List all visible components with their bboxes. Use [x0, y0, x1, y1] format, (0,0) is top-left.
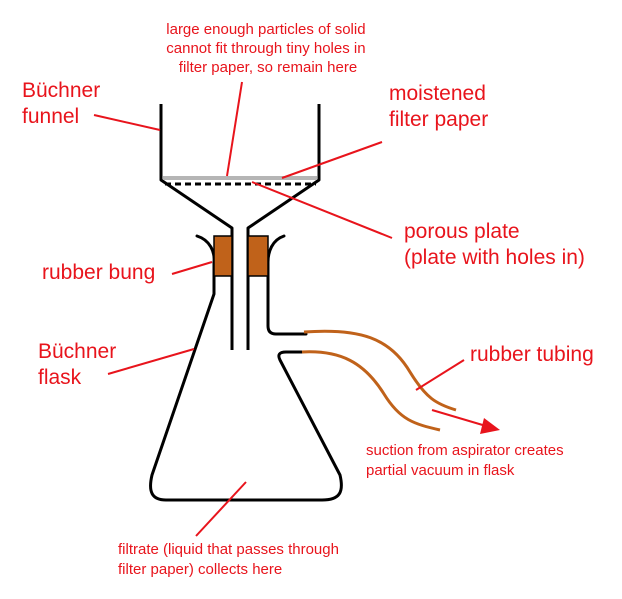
funnel-left-wall [159, 104, 234, 350]
label-moistened-filter-paper: moistened filter paper [389, 82, 492, 131]
suction-arrow-head [480, 418, 500, 434]
label-buchner-funnel: Büchner funnel [22, 79, 106, 128]
label-solid-note-line: filter paper, so remain here [179, 59, 357, 76]
suction-arrow-shaft [431, 409, 487, 427]
leader-filter-paper [281, 141, 383, 179]
label-buchner-flask: Büchner flask [38, 340, 122, 389]
funnel-right-wall [246, 104, 321, 350]
rubber-tubing-lower [301, 350, 441, 432]
label-suction-note-line: partial vacuum in flask [366, 462, 515, 479]
leader-filtrate [195, 481, 247, 537]
label-porous-plate: porous plate (plate with holes in) [404, 220, 585, 269]
apparatus [149, 104, 457, 502]
rubber-bung-right [247, 235, 269, 277]
rubber-bung [213, 235, 269, 277]
leader-porous-plate [251, 181, 393, 239]
labels: large enough particles of solid cannot f… [22, 21, 594, 578]
label-moistened-filter-paper-line: filter paper [389, 108, 488, 131]
buchner-flask [149, 234, 343, 502]
label-solid-note-line: large enough particles of solid [166, 21, 365, 38]
leader-lines [93, 81, 487, 537]
label-solid-note-line: cannot fit through tiny holes in [166, 40, 365, 57]
label-suction-note-line: suction from aspirator creates [366, 442, 564, 459]
label-buchner-funnel-line: Büchner [22, 79, 100, 102]
label-rubber-bung: rubber bung [42, 261, 155, 284]
leader-funnel [93, 114, 161, 131]
label-buchner-flask-line: flask [38, 366, 82, 389]
label-porous-plate-line: (plate with holes in) [404, 246, 585, 269]
rubber-bung-left [213, 235, 233, 277]
label-buchner-flask-line: Büchner [38, 340, 116, 363]
leader-tubing [415, 359, 465, 391]
rubber-tubing-upper [303, 329, 457, 412]
label-filtrate-note-line: filter paper) collects here [118, 561, 282, 578]
leader-bung [171, 261, 213, 275]
leader-solid [226, 81, 243, 177]
rubber-tubing [301, 329, 457, 432]
label-filtrate-note: filtrate (liquid that passes through fil… [118, 541, 343, 578]
label-solid-note: large enough particles of solid cannot f… [166, 21, 369, 76]
label-porous-plate-line: porous plate [404, 220, 520, 243]
buchner-funnel [159, 104, 321, 350]
label-rubber-tubing: rubber tubing [470, 343, 594, 366]
label-moistened-filter-paper-line: moistened [389, 82, 486, 105]
label-suction-note: suction from aspirator creates partial v… [366, 442, 568, 479]
leader-flask [107, 348, 195, 375]
label-filtrate-note-line: filtrate (liquid that passes through [118, 541, 339, 558]
label-buchner-funnel-line: funnel [22, 105, 79, 128]
